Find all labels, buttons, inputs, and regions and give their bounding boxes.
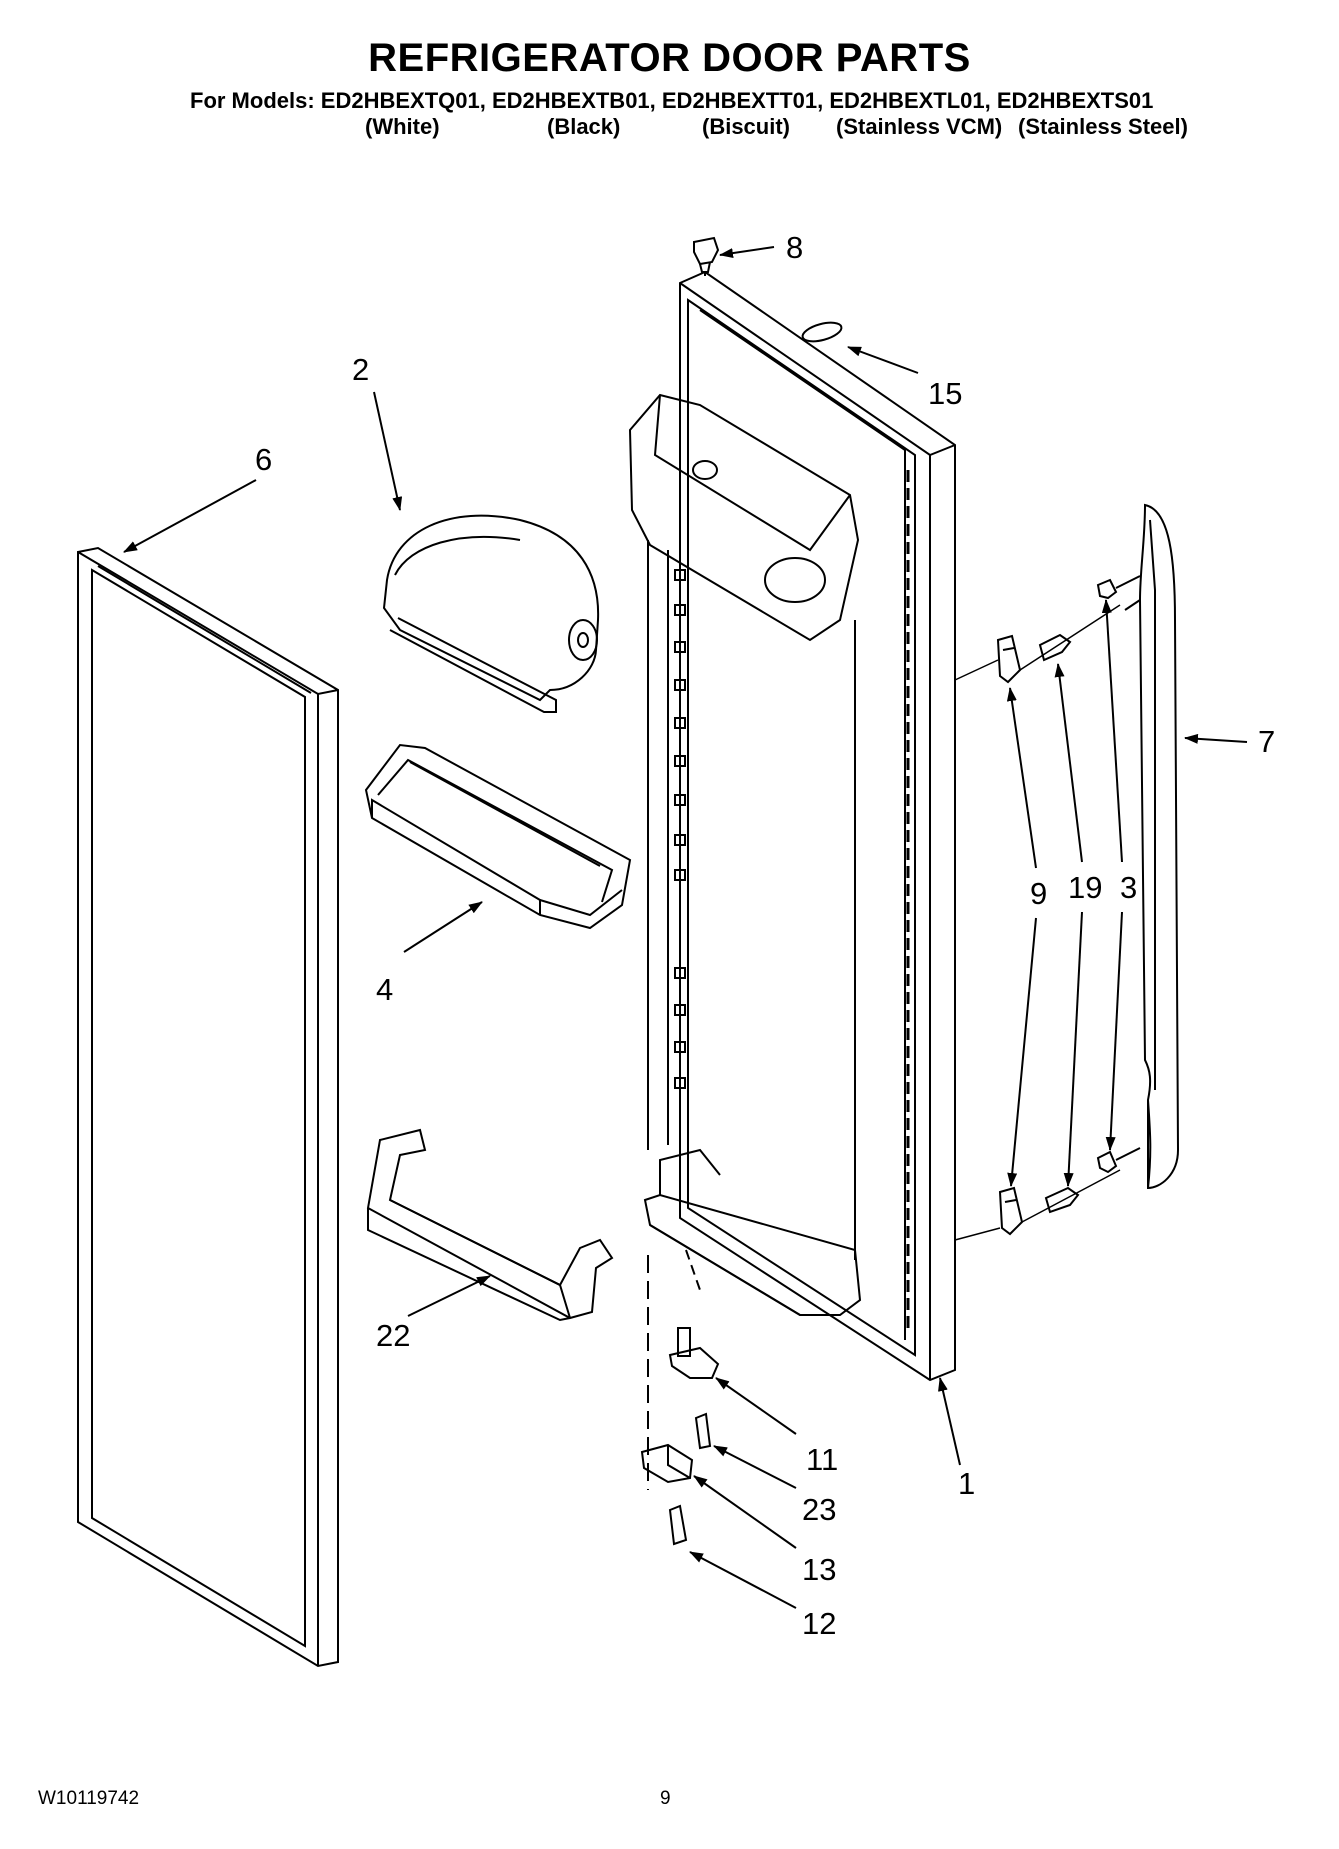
leader-4: [403, 901, 483, 953]
leader-13: [693, 1475, 797, 1549]
leader-12: [689, 1551, 797, 1609]
door-gasket: [77, 546, 339, 1668]
leader-23: [713, 1445, 797, 1489]
leader-9-up: [1006, 687, 1037, 869]
leader-1: [938, 1377, 961, 1466]
leader-19-up: [1054, 663, 1083, 863]
screw-23: [694, 1412, 712, 1450]
callout-8: 8: [786, 230, 803, 265]
door-bin: [364, 743, 632, 930]
variant-stainless-vcm: (Stainless VCM): [836, 114, 1003, 139]
hinge-11: [668, 1327, 720, 1379]
screw-3-bottom: [1096, 1147, 1141, 1174]
door-assembly: [628, 270, 956, 1490]
screw-12: [668, 1504, 688, 1546]
callout-7: 7: [1258, 724, 1275, 759]
callout-13: 13: [802, 1552, 836, 1587]
callout-4: 4: [376, 972, 393, 1007]
dairy-door: [382, 514, 600, 713]
variant-biscuit: (Biscuit): [702, 114, 790, 139]
assembly-lines: [954, 604, 1121, 1241]
callout-9: 9: [1030, 876, 1047, 911]
handle-bracket-top: [996, 634, 1022, 684]
door-shelf-rail: [366, 1128, 614, 1322]
callout-6: 6: [255, 442, 272, 477]
variant-stainless-steel: (Stainless Steel): [1018, 114, 1188, 139]
models-line: For Models: ED2HBEXTQ01, ED2HBEXTB01, ED…: [190, 88, 1154, 113]
callout-11: 11: [806, 1442, 838, 1477]
leader-3-up: [1101, 599, 1123, 863]
leader-22: [407, 1275, 491, 1317]
callout-12: 12: [802, 1606, 836, 1641]
leader-8: [719, 246, 775, 259]
callout-2: 2: [352, 352, 369, 387]
variant-white: (White): [365, 114, 440, 139]
leader-19-down: [1063, 911, 1083, 1187]
leader-6: [123, 479, 257, 553]
callout-3: 3: [1120, 870, 1137, 905]
screw-3-top: [1096, 575, 1141, 600]
leader-3-down: [1105, 911, 1123, 1151]
callout-23: 23: [802, 1492, 836, 1527]
leader-2: [373, 391, 403, 511]
variant-black: (Black): [547, 114, 621, 139]
leader-arrows: [123, 246, 1248, 1609]
hinge-13: [640, 1443, 694, 1484]
screw-19-bottom: [1044, 1186, 1080, 1214]
leader-7: [1184, 733, 1248, 744]
callout-19: 19: [1068, 870, 1102, 905]
door-handle: [1124, 503, 1180, 1190]
page-title: REFRIGERATOR DOOR PARTS: [368, 36, 971, 80]
leader-15: [847, 346, 919, 374]
screw-19-top: [1038, 633, 1072, 662]
leader-11: [715, 1377, 797, 1435]
handle-bracket-bottom: [998, 1186, 1024, 1236]
top-plug: [693, 236, 720, 273]
leader-9-down: [1007, 917, 1037, 1187]
document-number: W10119742: [38, 1788, 140, 1809]
callout-15: 15: [928, 376, 962, 411]
page-number: 9: [660, 1788, 671, 1809]
top-ring: [801, 321, 843, 343]
callout-22: 22: [376, 1318, 410, 1353]
callout-1: 1: [958, 1466, 975, 1501]
